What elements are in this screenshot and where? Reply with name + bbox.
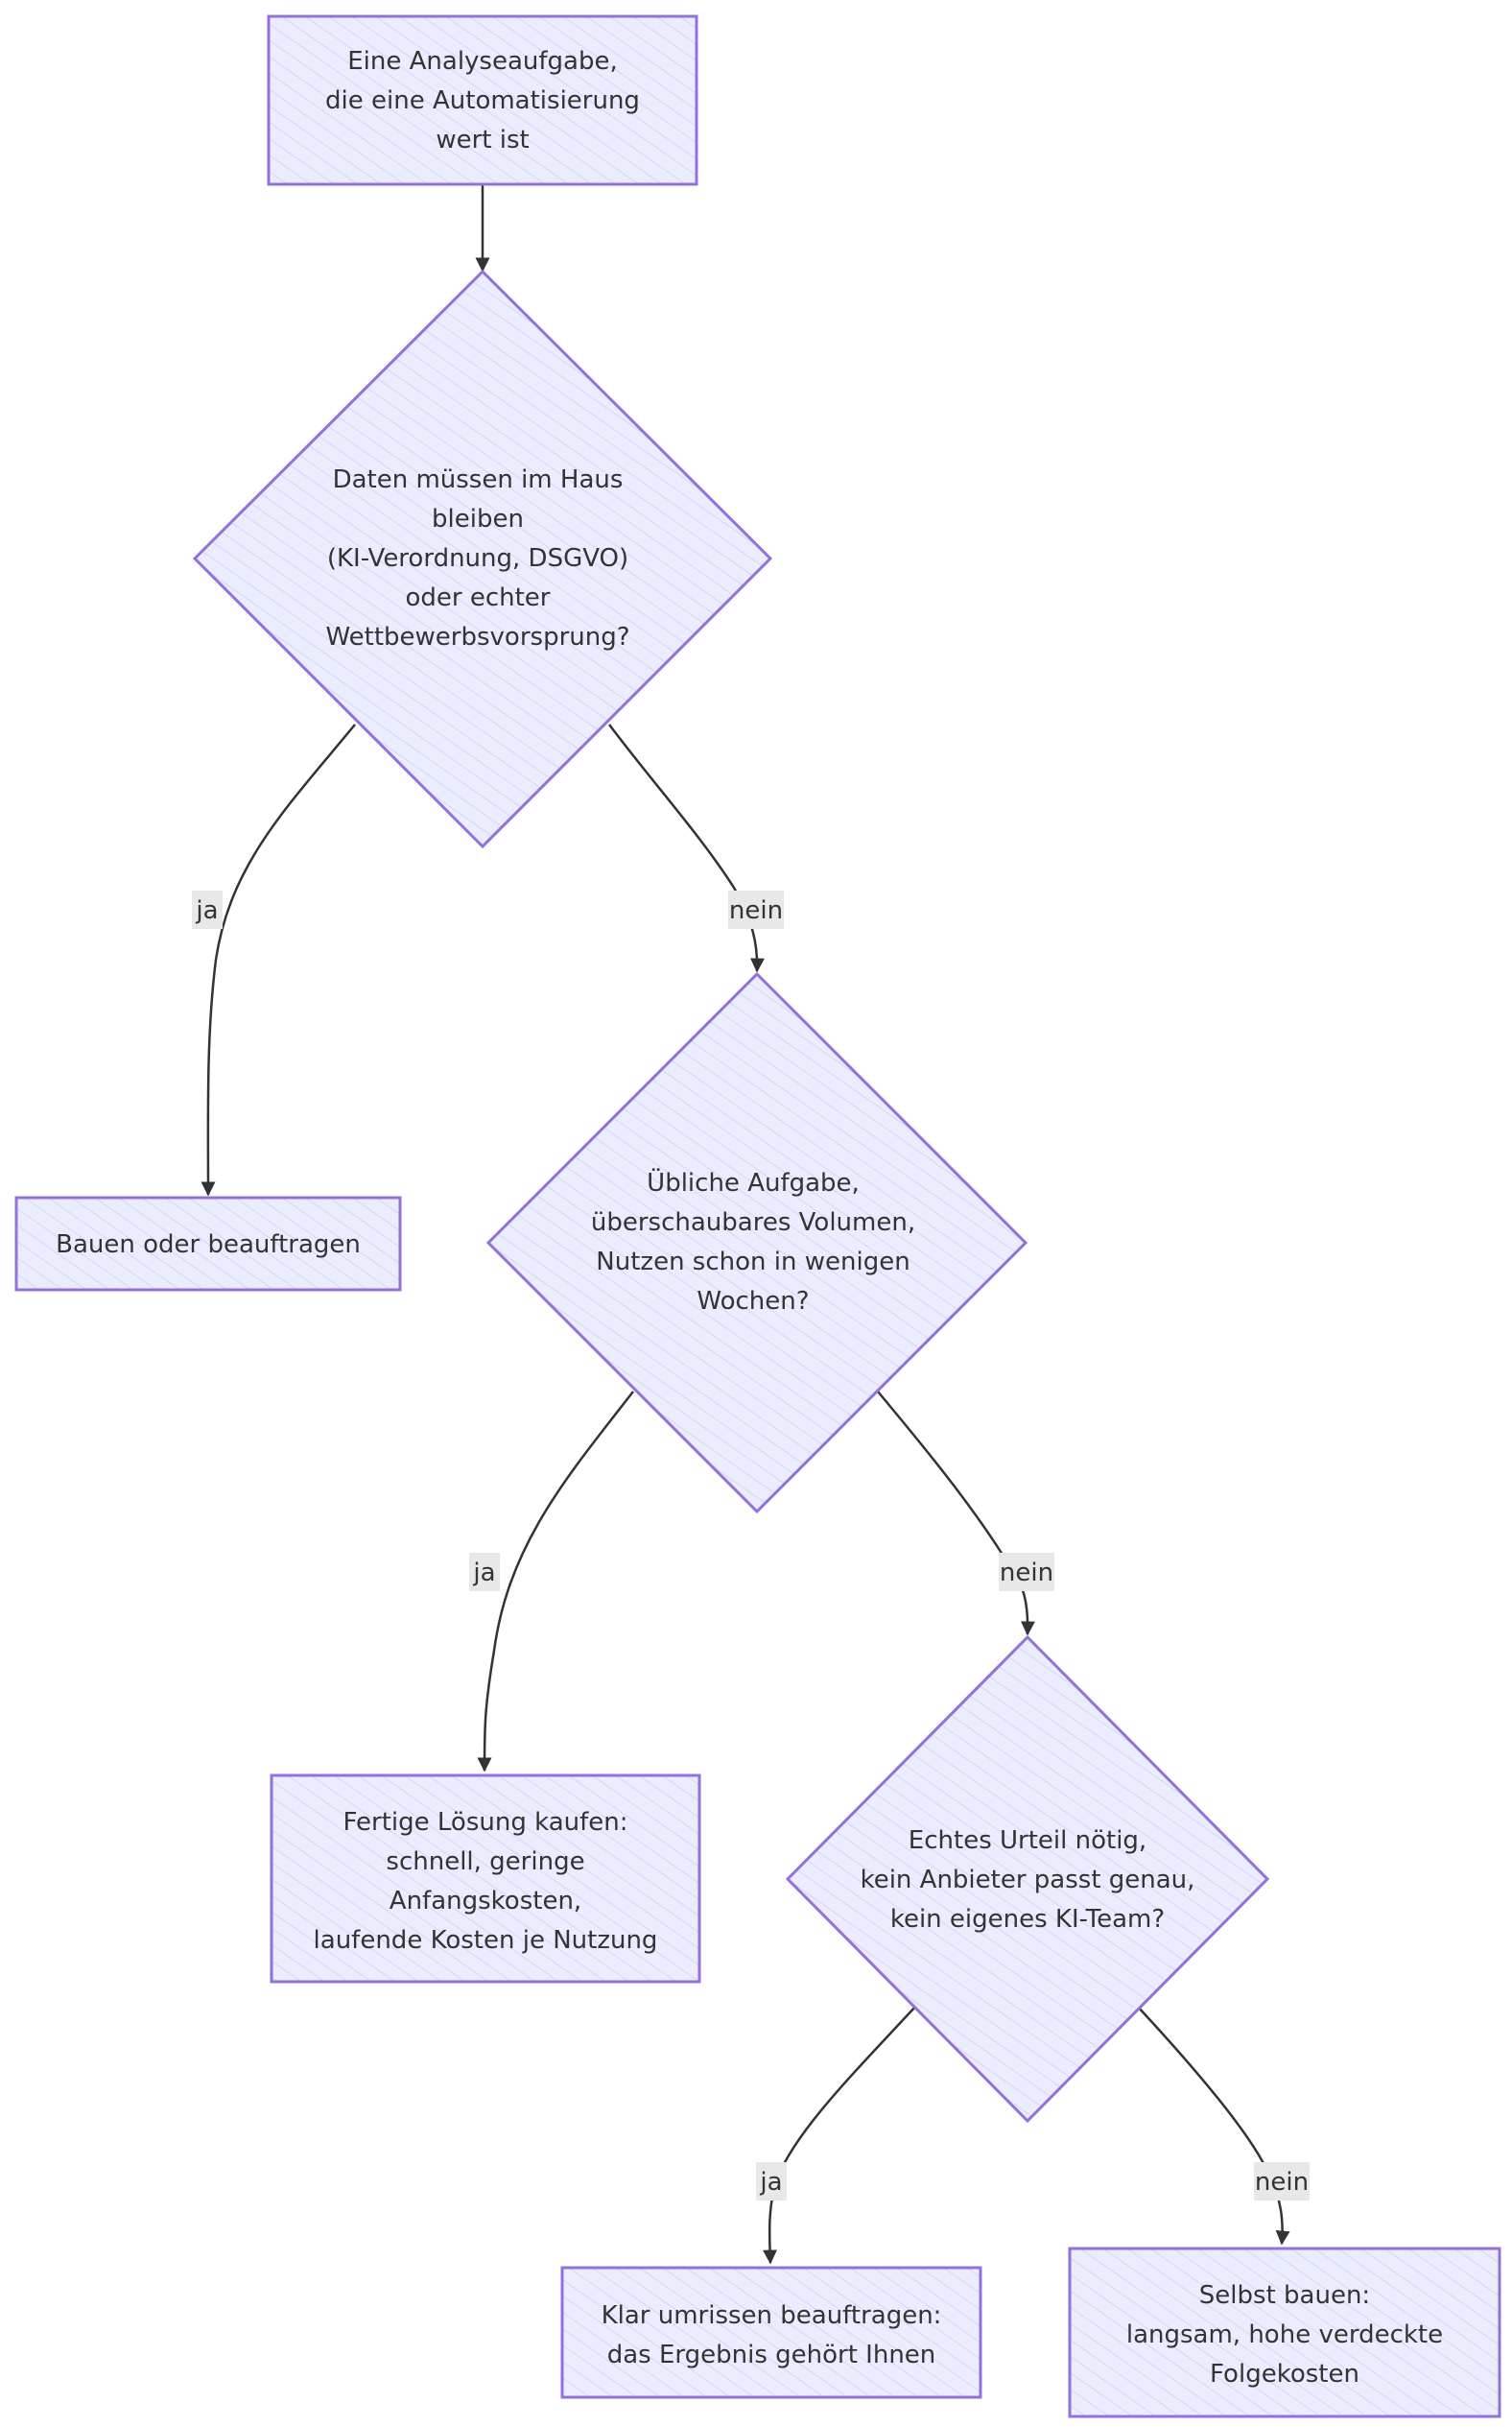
decision-q3: Echtes Urteil nötig, kein Anbieter passt … (785, 1634, 1270, 2124)
decision-q1-text-line-5: Wettbewerbsvorsprung? (325, 623, 629, 652)
decision-q2-text-line-4: Wochen? (697, 1287, 809, 1316)
node-buy-text-line-4: laufende Kosten je Nutzung (314, 1926, 658, 1955)
node-start-text: Eine Analyseaufgabe, die eine Automatisie… (325, 47, 640, 155)
node-outsource-text: Klar umrissen beauftragen: das Ergebnis g… (602, 2301, 942, 2369)
node-build-or-outsource-text: Bauen oder beauftragen (56, 1230, 361, 1259)
node-self-build-text-line-2: langsam, hohe verdeckte (1126, 2320, 1443, 2349)
node-start-text-line-1: Eine Analyseaufgabe, (347, 47, 618, 76)
edge-label-q3-no: nein (1254, 2162, 1310, 2201)
node-outsource-text-line-2: das Ergebnis gehört Ihnen (607, 2341, 936, 2369)
svg-text:nein: nein (1000, 1559, 1053, 1587)
node-buy-text-line-3: Anfangskosten, (390, 1887, 581, 1915)
decision-q1-text-line-4: oder echter (405, 583, 550, 612)
node-start-text-line-3: wert ist (436, 126, 529, 155)
svg-text:ja: ja (472, 1559, 495, 1587)
decision-q1-text: Daten müssen im Haus bleiben (KI-Verordnun… (325, 465, 629, 652)
decision-q1-text-line-3: (KI-Verordnung, DSGVO) (327, 544, 628, 573)
edge-q3-no (1136, 2005, 1290, 2246)
decision-q3-text: Echtes Urteil nötig, kein Anbieter passt … (861, 1826, 1195, 1934)
node-buy-text-line-2: schnell, geringe (386, 1847, 584, 1876)
edge-q1-no (608, 724, 765, 973)
edge-label-q1-yes: ja (192, 891, 223, 929)
decision-q1-text-line-2: bleiben (432, 505, 524, 534)
node-start-text-line-2: die eine Automatisierung (325, 86, 640, 115)
decision-q3-text-line-3: kein eigenes KI-Team? (890, 1905, 1165, 1934)
decision-q1-text-line-1: Daten müssen im Haus (333, 465, 624, 494)
svg-text:ja: ja (759, 2168, 782, 2197)
node-outsource: Klar umrissen beauftragen: das Ergebnis g… (560, 2266, 982, 2399)
decision-q2-text-line-2: überschaubares Volumen, (591, 1208, 915, 1237)
svg-text:nein: nein (1255, 2168, 1309, 2197)
decision-q2-text: Übliche Aufgabe, überschaubares Volumen, N… (591, 1167, 915, 1316)
edge-labels: ja nein ja nein ja nein (192, 891, 1310, 2201)
decision-q3-text-line-1: Echtes Urteil nötig, (909, 1826, 1146, 1855)
edge-q2-no (877, 1391, 1035, 1636)
decision-q1: Daten müssen im Haus bleiben (KI-Verordnun… (192, 269, 773, 849)
edge-q1-yes (201, 724, 356, 1197)
edge-q2-yes (477, 1391, 634, 1773)
node-buy-text-line-1: Fertige Lösung kaufen: (343, 1808, 627, 1837)
node-start: Eine Analyseaufgabe, die eine Automatisie… (267, 14, 698, 186)
svg-text:ja: ja (195, 896, 218, 925)
decision-q2: Übliche Aufgabe, überschaubares Volumen, N… (485, 971, 1028, 1514)
edge-label-q2-no: nein (999, 1553, 1054, 1591)
decision-q3-text-line-2: kein Anbieter passt genau, (861, 1866, 1195, 1894)
node-build-or-outsource-text-line-1: Bauen oder beauftragen (56, 1230, 361, 1259)
node-outsource-text-line-1: Klar umrissen beauftragen: (602, 2301, 942, 2330)
decision-q2-text-line-3: Nutzen schon in wenigen (596, 1248, 910, 1276)
decision-q2-text-line-1: Übliche Aufgabe, (647, 1167, 860, 1198)
node-build-or-outsource: Bauen oder beauftragen (14, 1196, 402, 1292)
edge-label-q3-yes: ja (756, 2162, 787, 2201)
node-self-build-text-line-3: Folgekosten (1210, 2360, 1359, 2389)
svg-text:nein: nein (729, 896, 783, 925)
edge-label-q2-yes: ja (469, 1553, 500, 1591)
edge-label-q1-no: nein (728, 891, 784, 929)
node-self-build-text-line-1: Selbst bauen: (1199, 2281, 1370, 2310)
edge-q3-yes (763, 2005, 917, 2265)
edges (201, 184, 1290, 2265)
